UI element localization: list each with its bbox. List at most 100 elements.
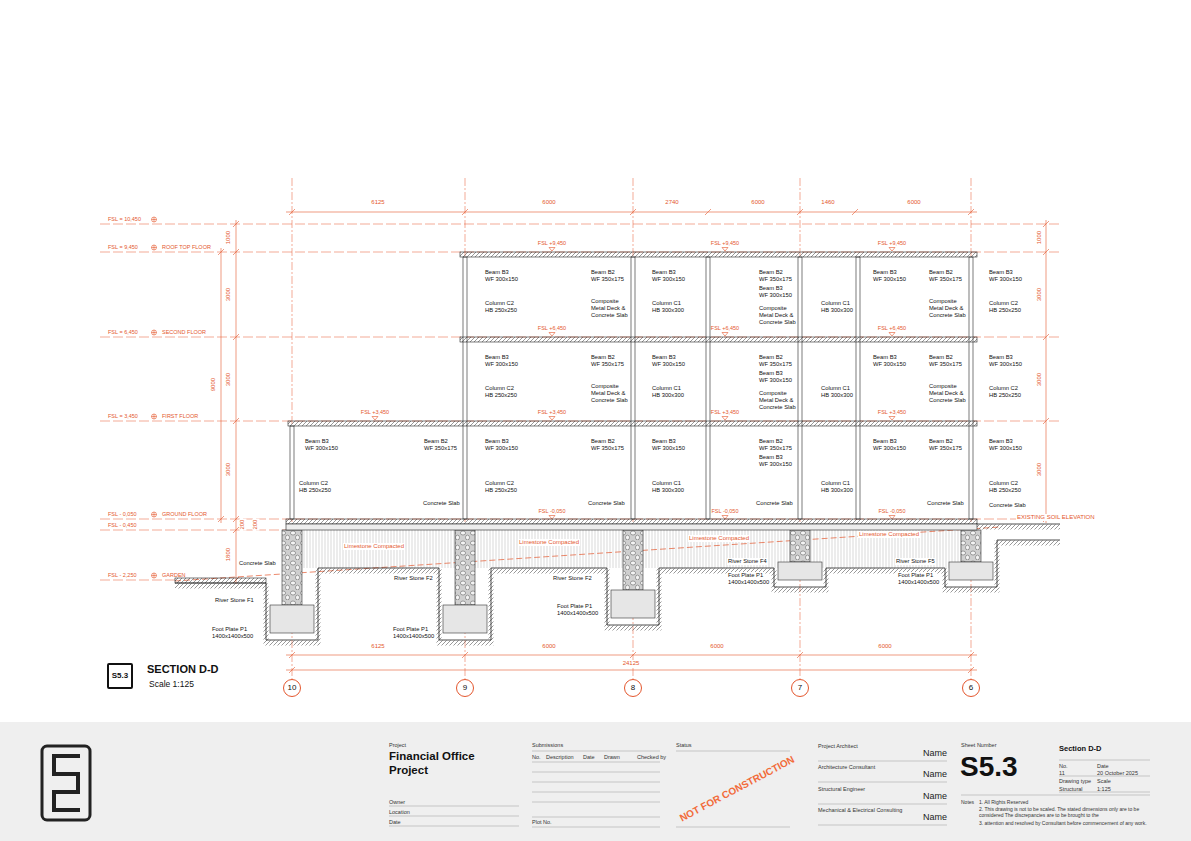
member-label: River Stone F2	[393, 575, 434, 582]
member-label: Column C1 HB 300x300	[651, 385, 685, 399]
member-label: Beam B3 WF 300x150	[872, 354, 907, 368]
material-label: Limestone Compacted	[343, 543, 405, 550]
member-label: Column C2 HB 250x250	[988, 300, 1022, 314]
level-text: GROUND FLOOR	[162, 511, 207, 518]
material-label: Limestone Compacted	[688, 535, 750, 542]
member-label: Column C1 HB 300x300	[651, 480, 685, 494]
dimension-lines	[289, 209, 974, 215]
floor-slabs	[288, 421, 977, 426]
titleblock-label: Structural	[1059, 786, 1083, 793]
titleblock-label: Owner	[389, 799, 405, 806]
titleblock-label: 11	[1059, 770, 1065, 777]
member-label: Beam B3 WF 300x150	[484, 354, 519, 368]
member-label: Beam B3 WF 300x150	[872, 438, 907, 452]
member-label: Composite Metal Deck & Concrete Slab	[590, 298, 629, 319]
titleblock-label: Location	[389, 809, 410, 816]
member-label: Beam B2 WF 350x175	[928, 354, 963, 368]
dimension-text: 3000	[225, 287, 232, 302]
level-markers	[372, 248, 895, 520]
titleblock-label: Scale	[1097, 778, 1111, 785]
dimension-text: 6000	[709, 643, 724, 650]
level-markers	[549, 516, 895, 520]
member-label: Column C2 HB 250x250	[484, 385, 518, 399]
material-label: Limestone Compacted	[518, 539, 580, 546]
level-symbols	[152, 414, 157, 419]
member-label: Beam B2 WF 350x175	[590, 354, 625, 368]
member-label: Column C2 HB 250x250	[484, 300, 518, 314]
level-symbols	[152, 512, 157, 517]
ground-profile	[175, 540, 1060, 640]
foot-plates	[443, 605, 487, 633]
company-logo	[54, 756, 80, 810]
level-text: FSL = 9,450	[108, 244, 138, 251]
dimension-lines	[218, 249, 224, 522]
dimension-lines	[289, 652, 974, 658]
member-label: Concrete Slab	[755, 500, 794, 507]
ground-profile	[175, 543, 1060, 643]
project-name: Financial Office Project	[389, 750, 487, 778]
titleblock-label: Project	[389, 742, 406, 749]
member-label: Concrete Slab	[988, 502, 1027, 509]
member-label: Composite Metal Deck & Concrete Slab	[758, 305, 797, 326]
member-label: Beam B3 WF 300x150	[758, 370, 793, 384]
dimension-text: 1000	[1036, 230, 1043, 245]
floor-slabs	[460, 337, 977, 342]
level-lines	[100, 580, 175, 581]
floor-slabs	[286, 524, 977, 530]
dimension-text: 200	[239, 519, 246, 531]
signature-name: Name	[923, 769, 947, 780]
company-logo	[42, 746, 90, 820]
titleblock-label: Project Architect	[818, 743, 858, 750]
level-lines	[100, 530, 290, 531]
title-block-band	[0, 722, 1191, 841]
level-text: FSL +3,450	[711, 409, 739, 416]
level-text: FSL +6,450	[711, 325, 739, 332]
section-heading: SECTION D-D	[147, 663, 219, 676]
titleblock-label: 20 October 2025	[1097, 770, 1138, 777]
titleblock-label: Mechanical & Electrical Consulting	[818, 807, 902, 814]
level-text: FSL - 2,250	[108, 572, 137, 579]
sheet-number: S5.3	[960, 750, 1018, 784]
columns	[290, 426, 294, 519]
level-text: FSL - 0,450	[108, 522, 137, 529]
ground-profile	[977, 524, 1060, 525]
dimension-lines	[289, 667, 974, 673]
titleblock-label: Date	[389, 819, 401, 826]
member-label: Column C2 HB 250x250	[988, 480, 1022, 494]
member-label: Composite Metal Deck & Concrete Slab	[928, 383, 967, 404]
member-label: Column C1 HB 300x300	[820, 385, 854, 399]
member-label: Beam B3 WF 300x150	[484, 438, 519, 452]
foot-plates	[270, 605, 314, 633]
level-text: FIRST FLOOR	[162, 413, 198, 420]
member-label: Column C2 HB 250x250	[484, 480, 518, 494]
level-symbols	[152, 330, 157, 335]
titleblock-label: Plot No.	[532, 819, 552, 826]
member-label: Beam B3 WF 300x150	[988, 269, 1023, 283]
level-text: ROOF TOP FLOOR	[162, 244, 211, 251]
dimension-text: 3000	[225, 462, 232, 477]
dimension-text: 200	[252, 519, 259, 531]
member-label: Concrete Slab	[422, 500, 461, 507]
columns	[969, 257, 973, 519]
level-text: FSL +3,450	[878, 409, 906, 416]
material-label: Limestone Compacted	[858, 531, 920, 538]
dimension-text: 6125	[370, 199, 385, 206]
level-text: FSL -0,050	[878, 508, 905, 515]
level-text: FSL +6,450	[538, 325, 566, 332]
dimension-text: 1800	[225, 547, 232, 562]
foot-plates	[611, 590, 655, 618]
titleblock-label: Date	[1097, 763, 1109, 770]
foot-plates	[270, 562, 993, 633]
dimension-text: 6000	[906, 199, 921, 206]
ground-profile	[977, 525, 1060, 530]
member-label: Column C1 HB 300x300	[651, 300, 685, 314]
grid-bubble: 9	[456, 679, 474, 697]
titleblock-label: Status	[676, 742, 692, 749]
node-label: 10	[288, 683, 297, 693]
signature-name: Name	[923, 748, 947, 759]
stone-piers	[623, 530, 643, 590]
dimension-lines	[286, 655, 977, 656]
member-label: Beam B3 WF 300x150	[304, 438, 339, 452]
member-label: Foot Plate P1 1400x1400x500	[897, 572, 935, 586]
